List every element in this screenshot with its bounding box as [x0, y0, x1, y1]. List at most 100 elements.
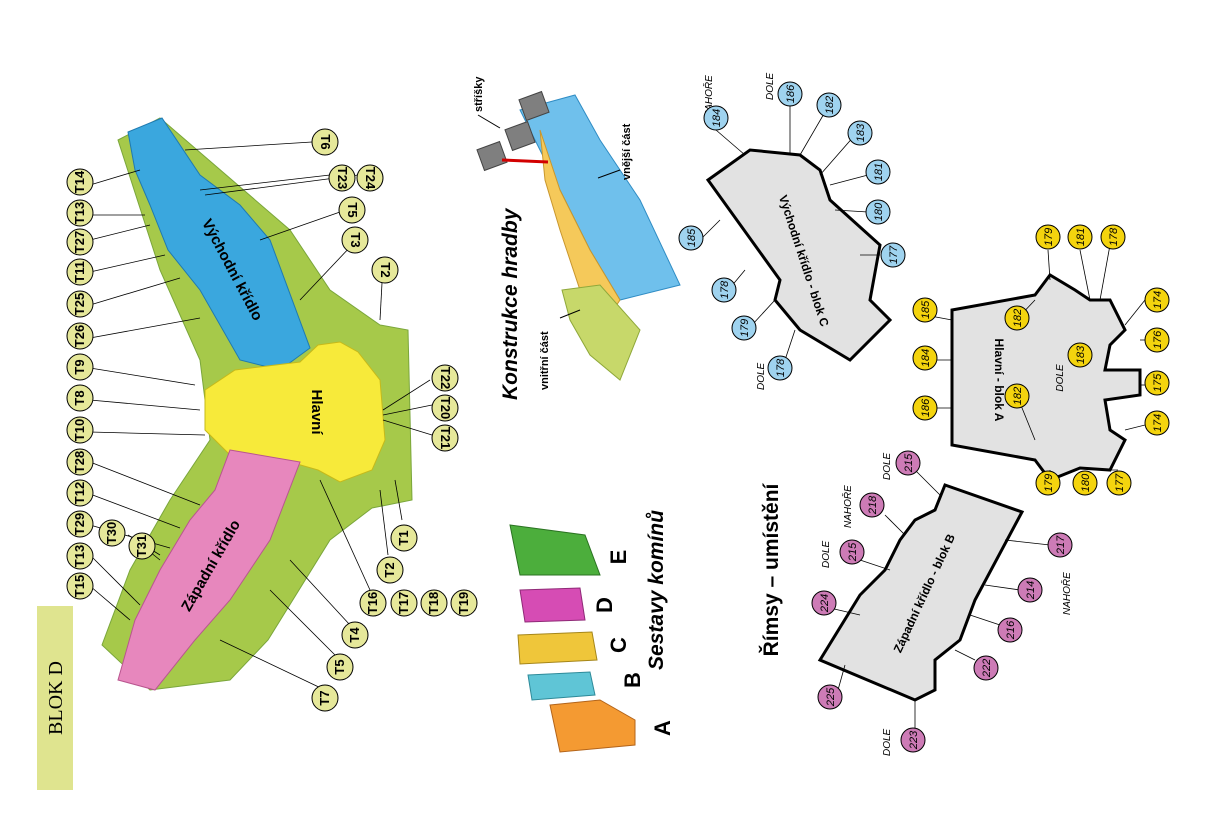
svg-text:178: 178: [1108, 227, 1120, 246]
wall-title: Konstrukce hradby: [499, 207, 522, 400]
a-tag-177: 177: [1106, 470, 1132, 496]
b-tag-224: 224: [811, 590, 837, 616]
svg-text:T15: T15: [72, 575, 87, 597]
svg-text:T11: T11: [72, 261, 87, 283]
tag-t28: T28: [66, 448, 94, 476]
chimney-label-e: E: [606, 550, 631, 565]
tag-t10: T10: [66, 416, 94, 444]
svg-text:T12: T12: [72, 482, 87, 504]
t-tag-group: T6 T23 T24 T5 T3 T2 T14 T13 T27 T11 T25 …: [66, 128, 478, 712]
block-a-label: Hlavní - blok A: [992, 339, 1006, 422]
svg-text:T13: T13: [72, 545, 87, 567]
block-b-down-bottom: DOLE: [882, 728, 893, 756]
svg-text:T13: T13: [72, 202, 87, 224]
block-b-tags: 215 218 215 224 225 223 217 214 216 222: [811, 450, 1073, 753]
svg-text:223: 223: [908, 730, 920, 750]
svg-text:T5: T5: [332, 659, 347, 674]
svg-text:T26: T26: [72, 325, 87, 347]
block-c-down-top: DOLE: [765, 72, 776, 100]
a-tag-174-bottom: 174: [1144, 410, 1170, 436]
block-c-down-bottom: DOLE: [756, 362, 767, 390]
block-a-down: DOLE: [1055, 364, 1066, 392]
tag-t31: T31: [128, 532, 156, 560]
tag-t11: T11: [66, 258, 94, 286]
tag-t30: T30: [98, 519, 126, 547]
chimney-label-d: D: [592, 597, 617, 613]
svg-text:T25: T25: [72, 293, 87, 315]
c-tag-178-top: 178: [711, 277, 737, 303]
svg-text:T9: T9: [72, 359, 87, 374]
c-tag-180: 180: [865, 199, 891, 225]
svg-text:T6: T6: [318, 134, 333, 149]
svg-text:224: 224: [819, 594, 831, 613]
tag-t26: T26: [66, 322, 94, 350]
svg-text:T18: T18: [426, 592, 441, 614]
cornice-title: Římsy – umístění: [759, 482, 783, 656]
c-tag-181: 181: [865, 159, 891, 185]
svg-text:186: 186: [785, 84, 797, 103]
tag-t2-top: T2: [371, 256, 399, 284]
block-a-tags: 179 181 178 174 176 175 174 177 180 179 …: [912, 224, 1170, 496]
c-tag-185: 185: [678, 225, 704, 251]
svg-text:175: 175: [1152, 373, 1164, 392]
svg-text:215: 215: [903, 453, 915, 473]
c-tag-182: 182: [816, 92, 842, 118]
svg-text:176: 176: [1152, 330, 1164, 349]
svg-text:T2: T2: [382, 562, 397, 577]
wall-label-outer: vnější část: [621, 123, 633, 180]
a-tag-181: 181: [1067, 224, 1093, 250]
a-tag-174-top: 174: [1144, 287, 1170, 313]
main-wing-label: Hlavní: [308, 389, 325, 435]
block-label-text: BLOK D: [45, 661, 67, 735]
tag-t21: T21: [431, 424, 459, 452]
a-tag-186: 186: [912, 395, 938, 421]
svg-text:177: 177: [888, 245, 900, 264]
b-tag-223: 223: [900, 727, 926, 753]
svg-text:215: 215: [847, 542, 859, 562]
svg-text:T16: T16: [365, 592, 380, 614]
a-tag-183: 183: [1067, 342, 1093, 368]
block-c-tags: 184 186 182 183 181 180 177 185 178 179 …: [678, 81, 906, 381]
block-b-up-top: NAHOŘE: [841, 485, 854, 528]
a-tag-180: 180: [1072, 470, 1098, 496]
svg-text:225: 225: [825, 687, 837, 707]
svg-text:174: 174: [1152, 414, 1164, 432]
b-tag-222: 222: [973, 655, 999, 681]
c-tag-179: 179: [731, 315, 757, 341]
chimney-a: [549, 699, 636, 753]
c-tag-177: 177: [880, 242, 906, 268]
tag-t3: T3: [341, 226, 369, 254]
tag-t27: T27: [66, 228, 94, 256]
tag-t24: T24: [356, 164, 384, 192]
tag-t2-bottom: T2: [376, 556, 404, 584]
tag-t17: T17: [390, 589, 418, 617]
a-tag-182-top: 182: [1004, 305, 1030, 331]
tag-t5-bottom: T5: [326, 653, 354, 681]
west-wing: [117, 449, 301, 691]
wall-label-inner: vnitřní část: [539, 331, 551, 390]
svg-text:182: 182: [1012, 387, 1024, 405]
svg-text:T21: T21: [438, 427, 453, 449]
chimney-title: Sestavy komínů: [645, 510, 668, 670]
svg-text:183: 183: [855, 123, 867, 142]
a-tag-175: 175: [1144, 370, 1170, 396]
block-b-down-top: DOLE: [882, 452, 893, 480]
svg-text:183: 183: [1075, 345, 1087, 364]
svg-text:T14: T14: [72, 170, 87, 193]
svg-text:T1: T1: [396, 530, 411, 545]
svg-text:185: 185: [686, 228, 698, 247]
svg-text:T17: T17: [396, 592, 411, 614]
svg-text:174: 174: [1152, 291, 1164, 309]
svg-text:181: 181: [873, 163, 885, 181]
wall-inner-base: [561, 284, 641, 381]
b-tag-225: 225: [817, 684, 843, 710]
block-b: Západní křídlo - blok B DOLE NAHOŘE DOLE…: [811, 450, 1073, 756]
a-tag-178: 178: [1100, 224, 1126, 250]
svg-text:178: 178: [775, 358, 787, 377]
tag-t23: T23: [328, 164, 356, 192]
tag-t13-top: T13: [66, 199, 94, 227]
svg-text:T8: T8: [72, 390, 87, 405]
t-leader-lines: [89, 141, 433, 691]
chimney-b: [527, 671, 596, 701]
tag-t4: T4: [341, 621, 369, 649]
